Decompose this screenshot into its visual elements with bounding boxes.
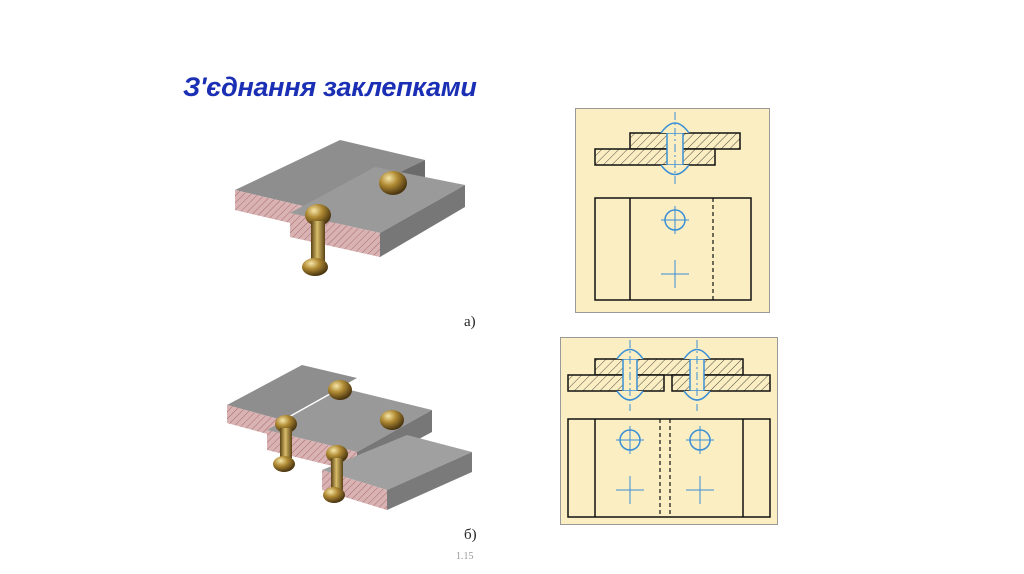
rivet-joint-a-isometric [235,140,465,276]
figure-number: 1.15 [456,551,474,562]
slide-title: З'єднання заклепками [183,72,477,102]
rivet-joint-b-isometric [227,365,472,510]
rivet-joint-b-drawing [560,337,778,525]
caption-b: б) [464,527,477,543]
rivet-joint-a-drawing [575,108,770,313]
caption-a: а) [464,314,476,330]
